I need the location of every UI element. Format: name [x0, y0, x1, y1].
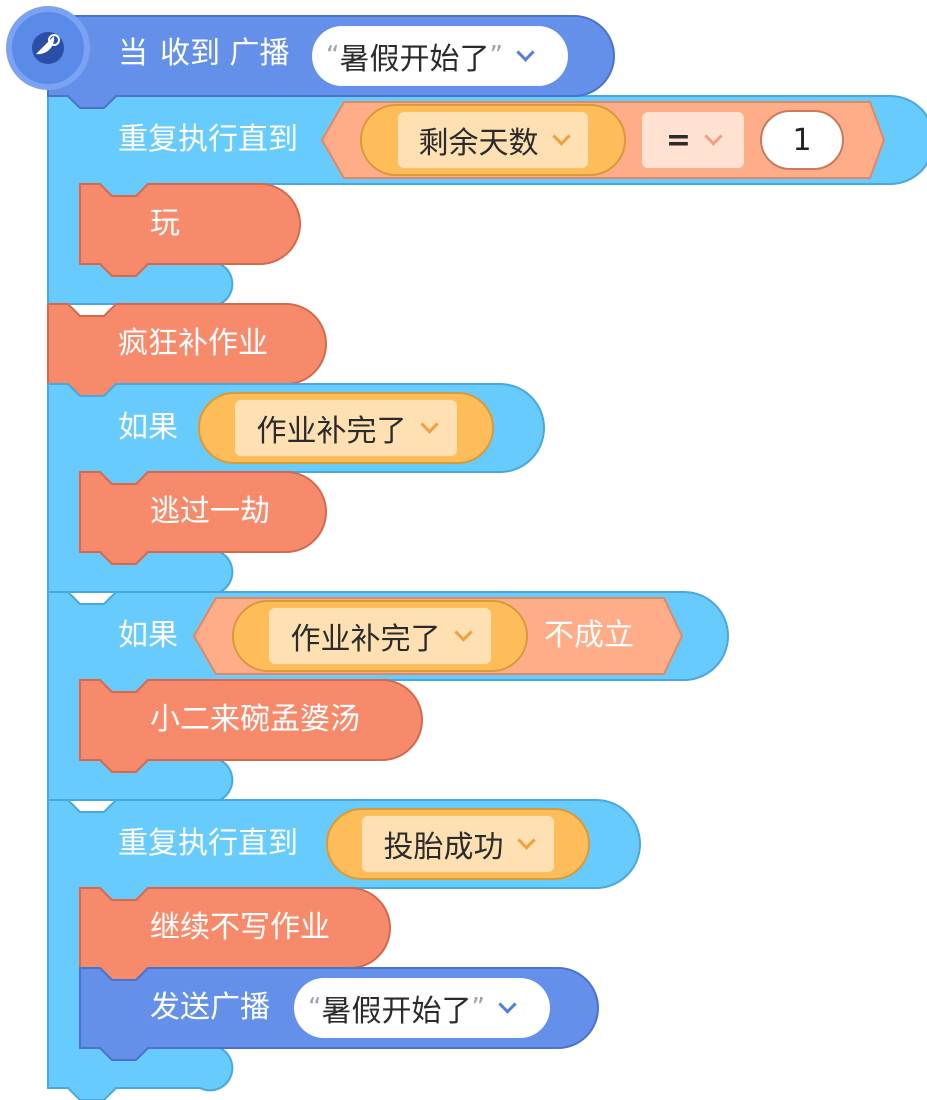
number-value: 1 [792, 122, 812, 158]
chevron-down-icon[interactable] [516, 42, 535, 62]
escape-label: 逃过一劫 [150, 494, 270, 529]
hat-message-text: 暑假开始了 [339, 42, 490, 77]
keep-not-writing-label: 继续不写作业 [150, 910, 330, 945]
chevron-down-icon[interactable] [704, 126, 723, 146]
condition-reporter-3[interactable]: 投胎成功 [326, 808, 590, 880]
action-block-play[interactable] [79, 183, 301, 277]
variable-dropdown[interactable]: 剩余天数 [398, 112, 588, 168]
quote-open: “ [326, 41, 340, 71]
condition-text-3: 投胎成功 [383, 830, 504, 865]
action-block-soup[interactable] [79, 679, 423, 773]
hat-when-label: 当 [118, 36, 148, 71]
operator-symbol: = [665, 122, 692, 158]
quote-close: ” [489, 41, 503, 71]
condition-dropdown-1[interactable]: 作业补完了 [235, 400, 457, 456]
chevron-down-icon[interactable] [419, 414, 439, 434]
quote-open: “ [308, 993, 322, 1023]
chevron-down-icon[interactable] [551, 126, 571, 146]
broadcast-message-dropdown[interactable]: “ 暑假开始了 ” [294, 978, 550, 1038]
condition-dropdown-3[interactable]: 投胎成功 [362, 816, 554, 872]
chevron-down-icon[interactable] [516, 830, 536, 850]
action-block-escape[interactable] [79, 471, 327, 565]
chevron-down-icon[interactable] [498, 994, 517, 1014]
hat-message-dropdown[interactable]: “ 暑假开始了 ” [312, 26, 568, 86]
chevron-down-icon[interactable] [453, 622, 473, 642]
condition-dropdown-2[interactable]: 作业补完了 [269, 608, 491, 664]
operator-dropdown[interactable]: = [642, 112, 744, 168]
condition-reporter-2[interactable]: 作业补完了 [232, 600, 528, 672]
if-label-1: 如果 [118, 410, 178, 445]
broadcast-message-text: 暑假开始了 [321, 994, 472, 1029]
quote-close: ” [471, 993, 485, 1023]
hat-receive-label: 收到 广播 [160, 36, 290, 71]
if-label-2: 如果 [118, 618, 178, 653]
number-input[interactable]: 1 [760, 110, 844, 170]
condition-text-2: 作业补完了 [290, 622, 441, 657]
satellite-dish-icon [6, 6, 90, 90]
broadcast-label: 发送广播 [150, 990, 270, 1025]
condition-text-1: 作业补完了 [256, 414, 407, 449]
not-label: 不成立 [544, 618, 634, 653]
repeat-until-label-2: 重复执行直到 [118, 826, 298, 861]
variable-name: 剩余天数 [418, 126, 539, 161]
condition-reporter-1[interactable]: 作业补完了 [198, 392, 494, 464]
play-label: 玩 [150, 206, 180, 241]
repeat-until-label: 重复执行直到 [118, 122, 298, 157]
soup-label: 小二来碗孟婆汤 [150, 702, 360, 737]
do-homework-label: 疯狂补作业 [118, 326, 268, 361]
variable-reporter[interactable]: 剩余天数 [360, 104, 626, 176]
